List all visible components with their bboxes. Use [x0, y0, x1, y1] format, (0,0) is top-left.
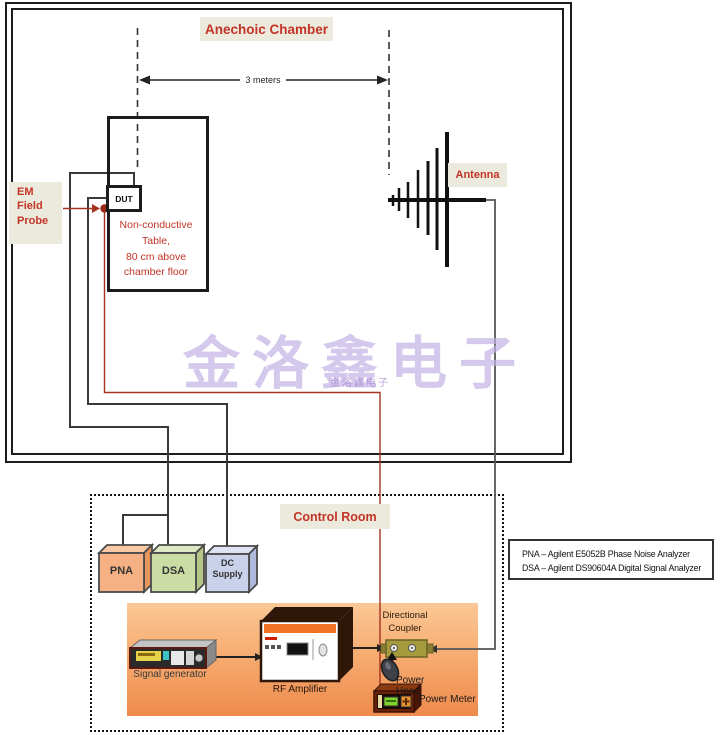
anechoic-chamber-title: Anechoic Chamber: [200, 17, 333, 41]
em-probe-wire: [63, 204, 381, 690]
control-room-title: Control Room: [280, 504, 390, 529]
antenna-cable: [429, 199, 496, 653]
signal-generator-device: [128, 638, 218, 670]
dsa-instrument: [148, 542, 207, 595]
probe-arrowhead: [92, 204, 100, 213]
legend-line-dsa: DSA – Agilent DS90604A Digital Signal An…: [522, 563, 702, 574]
directional-coupler-device: [380, 639, 434, 658]
power-meter-device: [372, 682, 423, 714]
rf-amplifier-device: [259, 607, 353, 683]
pna-instrument: [96, 542, 155, 595]
rf-amplifier-label: RF Amplifier: [272, 684, 328, 695]
directional-coupler-label: Directional Coupler: [382, 610, 428, 635]
dut-box: DUT: [106, 185, 142, 212]
antenna-label: Antenna: [448, 163, 507, 187]
control-room-boundary: [90, 494, 504, 732]
signal-generator-label: Signal generator: [133, 669, 207, 680]
power-head-device: [380, 652, 400, 682]
table-caption: Non-conductive Table, 80 cm above chambe…: [119, 219, 193, 279]
anechoic-chamber-outer-wall: [5, 2, 572, 463]
power-meter-label: Power Meter: [419, 694, 476, 705]
distance-label: 3 meters: [240, 73, 286, 87]
dut-to-dc-supply-wire: [87, 197, 228, 554]
dc-supply-instrument: [203, 543, 260, 595]
pna-label: PNA: [109, 565, 134, 577]
dc-supply-label: DC Supply: [212, 558, 243, 580]
log-periodic-antenna: [388, 132, 486, 267]
equipment-legend: PNA – Agilent E5052B Phase Noise Analyze…: [508, 539, 714, 580]
em-field-probe-label: EM Field Probe: [9, 182, 62, 244]
legend-line-pna: PNA – Agilent E5052B Phase Noise Analyze…: [522, 549, 690, 559]
dut-to-analyzers-wire: [69, 172, 169, 553]
power-head-label: Power Head: [396, 675, 425, 697]
dsa-label: DSA: [161, 565, 186, 577]
